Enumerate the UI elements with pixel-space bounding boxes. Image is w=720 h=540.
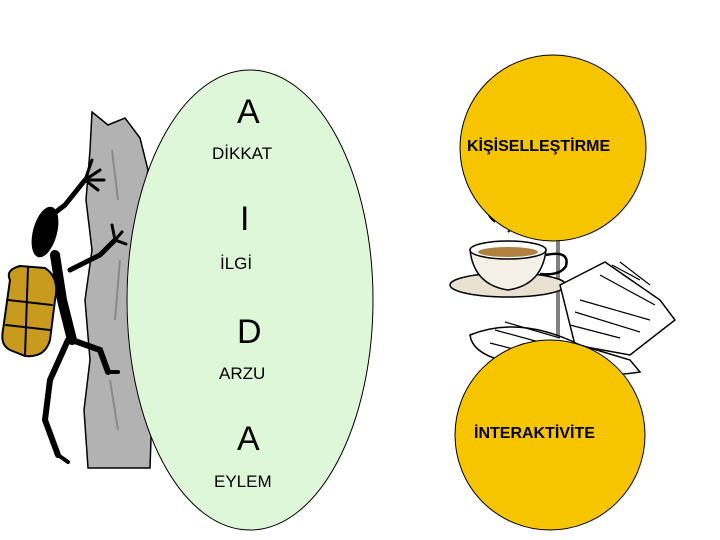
interactivity-label: İNTERAKTİVİTE [474, 425, 595, 442]
step-word-attention: DİKKAT [212, 144, 273, 163]
step-letter-interest: I [240, 200, 250, 238]
step-letter-action: A [237, 420, 260, 458]
step-word-interest: İLGİ [220, 254, 253, 273]
step-letter-attention: A [237, 93, 260, 131]
coffee-cup-clipart [449, 189, 568, 298]
interactivity-circle [454, 339, 646, 531]
personalization-circle [459, 54, 647, 242]
personalization-label: KİŞİSELLEŞTİRME [467, 138, 611, 155]
step-letter-desire: D [237, 313, 262, 351]
step-word-desire: ARZU [219, 364, 266, 383]
climber-clipart [1, 158, 128, 464]
step-word-action: EYLEM [214, 472, 272, 491]
aida-oval [126, 69, 374, 531]
